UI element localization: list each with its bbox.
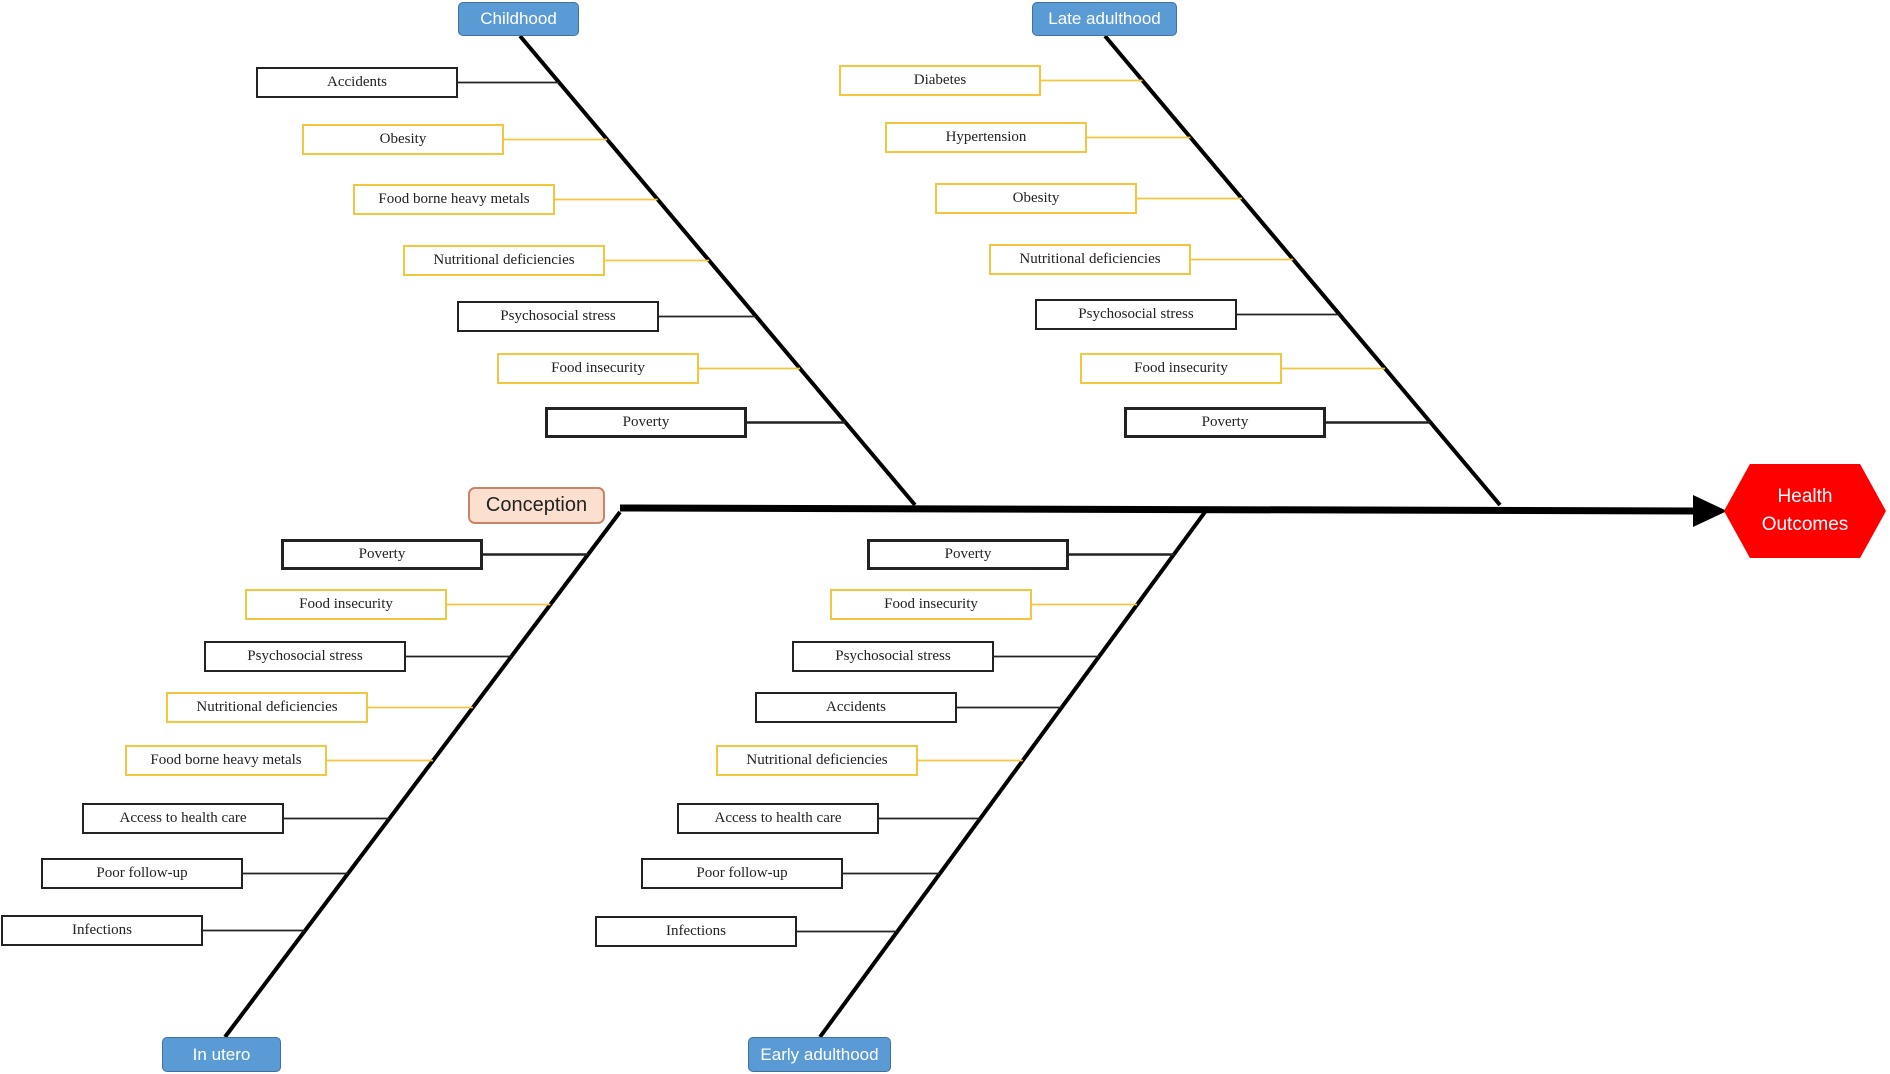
cause-box-in-utero: Food borne heavy metals — [125, 745, 327, 776]
cause-box-early-adulthood: Nutritional deficiencies — [716, 745, 918, 776]
cause-box-in-utero: Infections — [1, 915, 203, 946]
cause-box-late-adulthood: Hypertension — [885, 122, 1087, 153]
cause-box-childhood: Obesity — [302, 124, 504, 155]
bone-in-utero — [223, 510, 622, 1039]
stage-label-early-adulthood: Early adulthood — [748, 1037, 891, 1072]
cause-box-late-adulthood: Nutritional deficiencies — [989, 244, 1191, 275]
bone-early-adulthood — [818, 510, 1207, 1039]
health-outcomes-hexagon: Health Outcomes — [1724, 464, 1886, 558]
cause-box-in-utero: Poverty — [281, 539, 483, 570]
stage-label-in-utero: In utero — [162, 1037, 281, 1072]
cause-box-in-utero: Nutritional deficiencies — [166, 692, 368, 723]
stage-label-late-adulthood: Late adulthood — [1032, 2, 1177, 36]
cause-box-early-adulthood: Infections — [595, 916, 797, 947]
cause-box-in-utero: Poor follow-up — [41, 858, 243, 889]
cause-box-in-utero: Food insecurity — [245, 589, 447, 620]
cause-box-early-adulthood: Poverty — [867, 539, 1069, 570]
cause-box-in-utero: Access to health care — [82, 803, 284, 834]
bone-late-adulthood — [1103, 34, 1502, 507]
health-outcomes-label: Health Outcomes — [1761, 486, 1849, 535]
cause-box-childhood: Nutritional deficiencies — [403, 245, 605, 276]
cause-box-late-adulthood: Obesity — [935, 183, 1137, 214]
spine-arrowhead — [1693, 495, 1727, 527]
cause-box-childhood: Food borne heavy metals — [353, 184, 555, 215]
cause-box-late-adulthood: Poverty — [1124, 407, 1326, 438]
cause-box-late-adulthood: Diabetes — [839, 65, 1041, 96]
cause-box-early-adulthood: Accidents — [755, 692, 957, 723]
cause-box-early-adulthood: Poor follow-up — [641, 858, 843, 889]
spine-line — [619, 504, 1698, 515]
cause-box-late-adulthood: Psychosocial stress — [1035, 299, 1237, 330]
cause-box-early-adulthood: Food insecurity — [830, 589, 1032, 620]
conception-label: Conception — [468, 487, 605, 524]
cause-box-childhood: Psychosocial stress — [457, 301, 659, 332]
cause-box-early-adulthood: Access to health care — [677, 803, 879, 834]
bone-childhood — [518, 34, 917, 507]
cause-box-childhood: Poverty — [545, 407, 747, 438]
cause-box-childhood: Accidents — [256, 67, 458, 98]
cause-box-late-adulthood: Food insecurity — [1080, 353, 1282, 384]
stage-label-childhood: Childhood — [458, 2, 579, 36]
cause-box-in-utero: Psychosocial stress — [204, 641, 406, 672]
cause-box-childhood: Food insecurity — [497, 353, 699, 384]
cause-box-early-adulthood: Psychosocial stress — [792, 641, 994, 672]
